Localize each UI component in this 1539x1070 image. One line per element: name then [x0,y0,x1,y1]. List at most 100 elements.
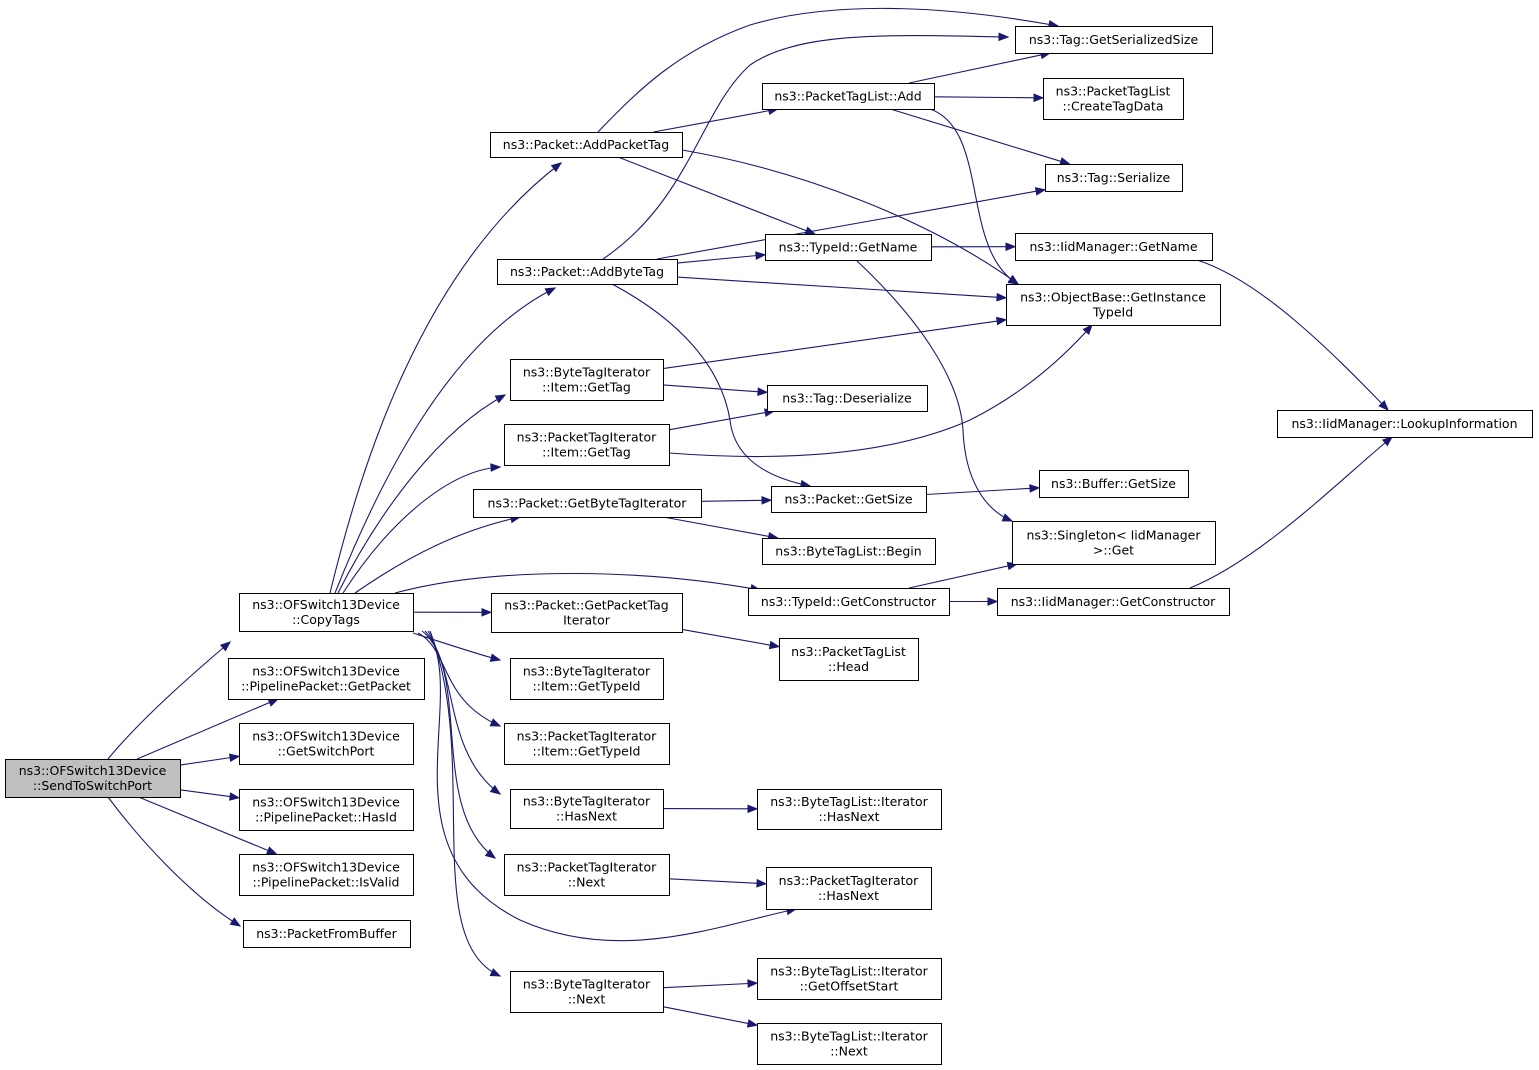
edge-getpackettagiter-to-ptl_head [681,628,781,650]
node-btl-begin[interactable]: ns3::ByteTagList::Begin [762,538,936,565]
node-pti-gettag[interactable]: ns3::PacketTagIterator::Item::GetTag [504,424,670,466]
node-label: ns3::PacketTagList [791,644,906,659]
node-label: ::Head [828,659,869,674]
edge-pti_gettag-to-tag_deserialize [668,408,776,431]
edge-addbytetag-to-typeid_getname [676,251,767,264]
node-label: ::Next [568,875,606,890]
node-bti-hasnext[interactable]: ns3::ByteTagIterator::HasNext [510,789,664,829]
node-pp-isvalid[interactable]: ns3::OFSwitch13Device::PipelinePacket::I… [239,854,414,896]
edge-addpackettag-to-tag_getserializedsize [597,7,1060,133]
node-ptl-add[interactable]: ns3::PacketTagList::Add [762,83,935,110]
node-btli-next[interactable]: ns3::ByteTagList::Iterator::Next [757,1023,942,1065]
node-getswitchport[interactable]: ns3::OFSwitch13Device::GetSwitchPort [239,723,414,765]
edge-addbytetag-to-tag_serialize [656,187,1047,260]
node-label: ns3::Tag::Serialize [1057,170,1171,185]
node-tag-deserialize[interactable]: ns3::Tag::Deserialize [767,385,928,412]
node-typeid-getname[interactable]: ns3::TypeId::GetName [765,234,932,261]
node-pti-next[interactable]: ns3::PacketTagIterator::Next [504,854,670,896]
node-addpackettag[interactable]: ns3::Packet::AddPacketTag [490,132,683,158]
node-label: ns3::ByteTagIterator [523,977,651,992]
node-label: ns3::Packet::GetByteTagIterator [488,496,688,511]
edge-bti_gettag-to-tag_deserialize [662,384,769,396]
node-copytags[interactable]: ns3::OFSwitch13Device::CopyTags [239,593,414,632]
edge-addpackettag-to-typeid_getname [617,156,817,235]
node-label: ns3::PacketTagIterator [517,729,657,744]
edge-bti_next-to-btli_getoffsetstart [662,979,759,989]
edge-copytags-to-typeid_getconstructor [394,572,762,594]
node-pti-gettypeid[interactable]: ns3::PacketTagIterator::Item::GetTypeId [504,723,670,765]
edge-ptl_add-to-objectbase_getinstancetypeid [929,108,1020,285]
node-label: ::Next [568,992,606,1007]
node-label: ns3::PacketTagIterator [517,430,657,445]
node-label: ns3::ByteTagList::Iterator [770,964,928,979]
edge-copytags-to-pti_next [424,630,497,859]
node-label: ::CreateTagData [1063,99,1164,114]
edge-typeid_getconstructor-to-singleton_get [908,561,1019,589]
node-send[interactable]: ns3::OFSwitch13Device::SendToSwitchPort [5,759,181,798]
edge-ptl_add-to-ptl_createtagdata [933,93,1045,103]
node-packet-getsize[interactable]: ns3::Packet::GetSize [771,486,927,513]
edge-getbytetagiter-to-packet_getsize [700,495,773,505]
edge-bti_next-to-btli_next [662,1006,759,1028]
node-label: ns3::Buffer::GetSize [1051,476,1176,491]
node-tag-getserializedsize[interactable]: ns3::Tag::GetSerializedSize [1015,26,1213,54]
node-iid-lookupinformation[interactable]: ns3::IidManager::LookupInformation [1277,410,1533,438]
edge-packet_getsize-to-buffer_getsize [925,484,1041,496]
edge-copytags-to-bti_hasnext [421,630,502,795]
node-label: ns3::Packet::GetSize [784,492,912,507]
node-btli-getoffsetstart[interactable]: ns3::ByteTagList::Iterator::GetOffsetSta… [757,958,942,1000]
edge-ptl_add-to-tag_getserializedsize [908,50,1052,84]
node-label: ::Item::GetTypeId [533,679,641,694]
node-label: ns3::IidManager::GetConstructor [1011,594,1216,609]
node-pti-hasnext[interactable]: ns3::PacketTagIterator::HasNext [766,867,932,910]
node-btli-hasnext[interactable]: ns3::ByteTagList::Iterator::HasNext [757,789,942,830]
node-typeid-getconstructor[interactable]: ns3::TypeId::GetConstructor [748,588,950,616]
node-addbytetag[interactable]: ns3::Packet::AddByteTag [497,259,678,285]
node-label: ns3::PacketTagList [1056,84,1171,99]
node-pp-getpacket[interactable]: ns3::OFSwitch13Device::PipelinePacket::G… [228,658,425,700]
node-label: ns3::PacketTagList::Add [774,89,921,104]
node-label: ns3::OFSwitch13Device [252,860,400,875]
node-pp-hasid[interactable]: ns3::OFSwitch13Device::PipelinePacket::H… [239,789,414,831]
node-label: ns3::Packet::AddPacketTag [503,137,669,152]
edge-send-to-copytags [107,641,232,760]
node-label: ::Item::GetTag [542,445,631,460]
node-label: ::GetSwitchPort [278,744,375,759]
edge-addpackettag-to-objectbase_getinstancetypeid [681,149,1020,285]
node-bti-gettypeid[interactable]: ns3::ByteTagIterator::Item::GetTypeId [510,658,664,700]
node-bti-next[interactable]: ns3::ByteTagIterator::Next [510,971,664,1013]
node-label: ns3::PacketFromBuffer [256,926,397,941]
node-singleton-get[interactable]: ns3::Singleton< IidManager>::Get [1012,521,1216,565]
node-label: ns3::TypeId::GetName [779,240,918,255]
node-buffer-getsize[interactable]: ns3::Buffer::GetSize [1039,470,1189,498]
node-label: Iterator [563,613,611,628]
node-label: ns3::TypeId::GetConstructor [761,594,937,609]
node-label: ns3::ByteTagList::Begin [775,544,921,559]
edge-copytags-to-bti_gettypeid [412,632,502,662]
node-iid-getname[interactable]: ns3::IidManager::GetName [1015,233,1213,261]
node-label: ::SendToSwitchPort [33,778,152,793]
node-packetfrombuffer[interactable]: ns3::PacketFromBuffer [243,920,411,948]
node-tag-serialize[interactable]: ns3::Tag::Serialize [1045,164,1183,192]
node-label: ::Next [830,1044,868,1059]
node-getbytetagiter[interactable]: ns3::Packet::GetByteTagIterator [473,489,702,518]
node-label: ::Item::GetTag [542,380,631,395]
node-label: ns3::Tag::Deserialize [782,391,912,406]
node-label: ns3::Tag::GetSerializedSize [1029,32,1199,47]
edge-copytags-to-bti_gettag [337,394,507,594]
node-ptl-createtagdata[interactable]: ns3::PacketTagList::CreateTagData [1043,78,1184,120]
edge-addbytetag-to-objectbase_getinstancetypeid [676,276,1008,302]
edge-pti_next-to-pti_hasnext [668,878,768,888]
edge-copytags-to-bti_next [429,630,502,977]
edge-copytags-to-addbytetag [334,287,557,594]
node-bti-gettag[interactable]: ns3::ByteTagIterator::Item::GetTag [510,359,664,401]
node-iid-getconstructor[interactable]: ns3::IidManager::GetConstructor [997,588,1230,616]
edge-getbytetagiter-to-btl_begin [663,516,780,541]
node-label: ns3::IidManager::GetName [1029,239,1197,254]
node-ptl-head[interactable]: ns3::PacketTagList::Head [779,638,919,681]
node-label: ::HasNext [556,809,617,824]
